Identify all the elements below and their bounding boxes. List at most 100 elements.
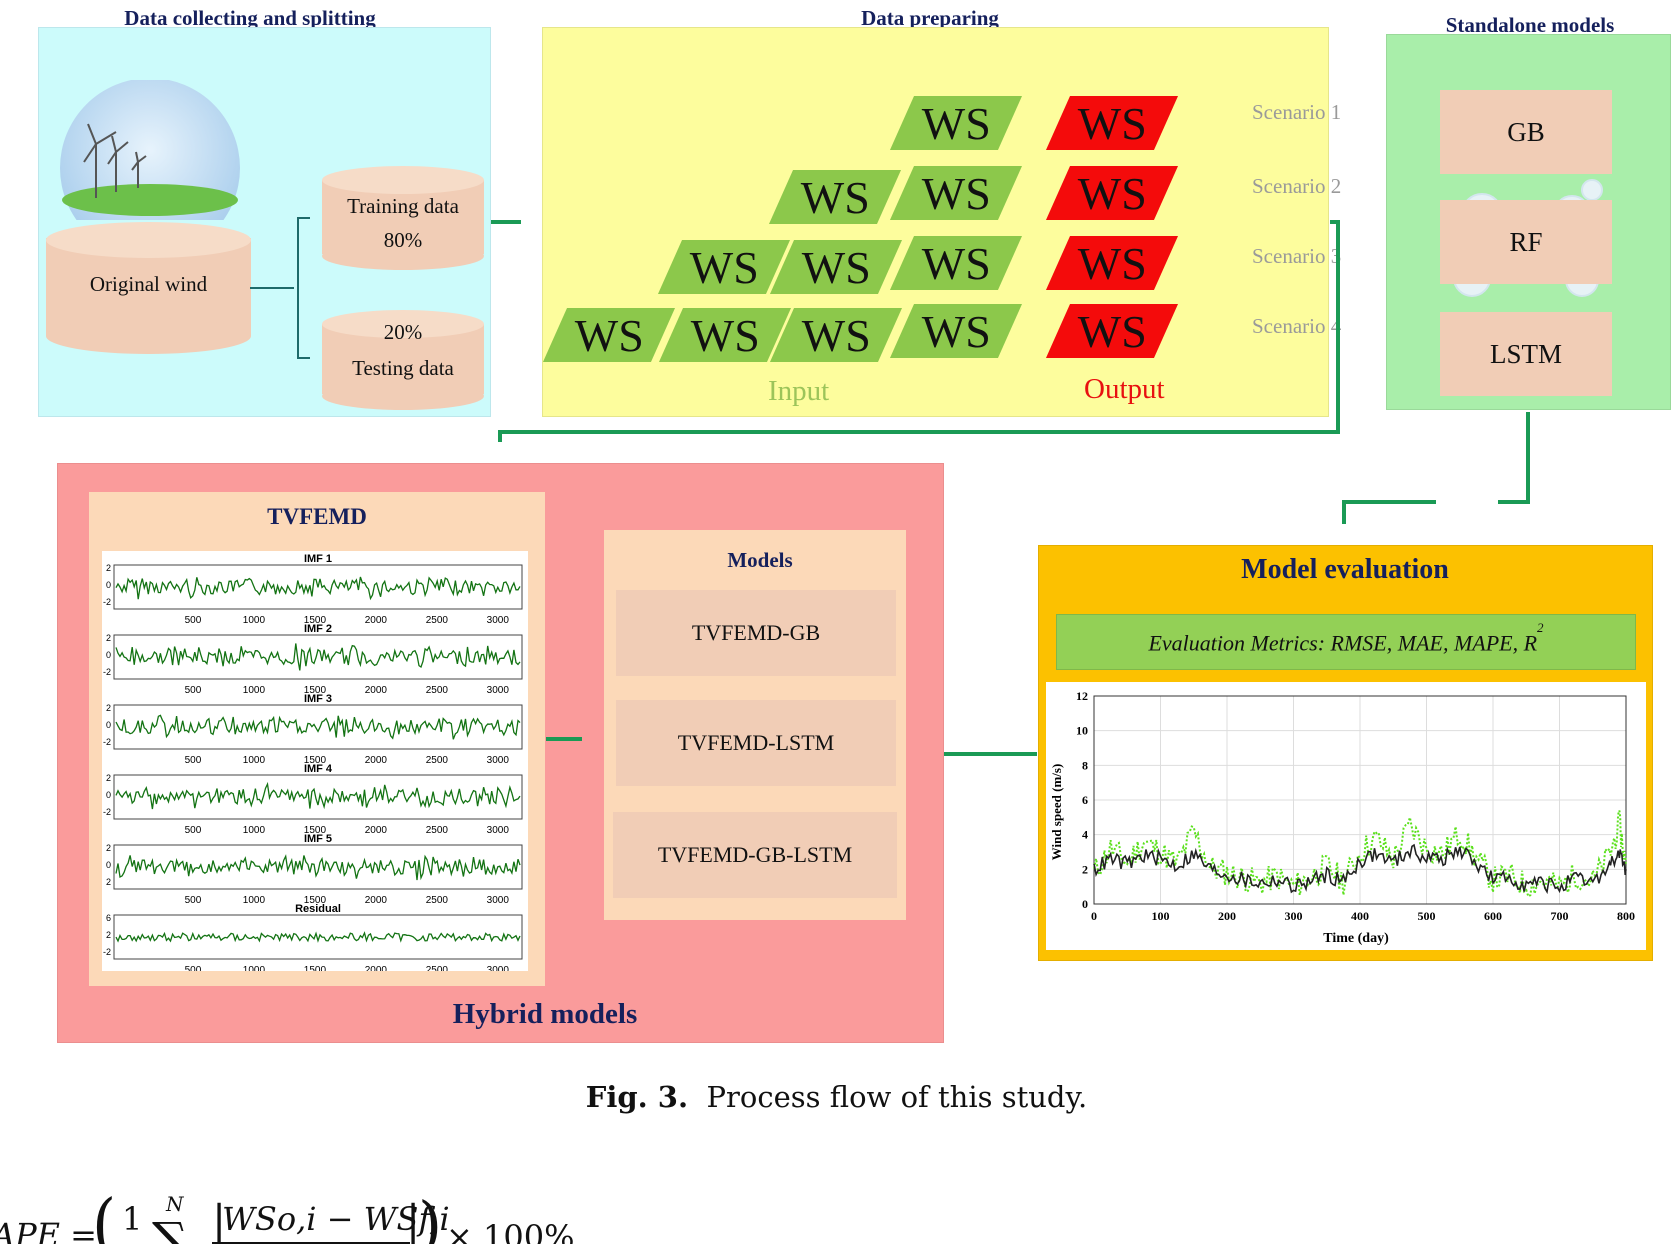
imf-xtick: 2500 bbox=[426, 965, 449, 971]
imf-xtick: 1500 bbox=[304, 615, 327, 626]
input-label: Input bbox=[768, 375, 830, 407]
imf-ytick: 0 bbox=[106, 650, 111, 660]
imf-ytick: 0 bbox=[106, 720, 111, 730]
metrics-list: Evaluation Metrics: RMSE, MAE, MAPE, R bbox=[1148, 630, 1538, 656]
testing-data-percent: 20% bbox=[383, 320, 423, 344]
imf-ytick: 6 bbox=[106, 913, 111, 923]
hybrid-model-tvfemd-lstm: TVFEMD-LSTM bbox=[616, 700, 896, 786]
training-data-label: Training data bbox=[347, 194, 459, 218]
testing-data-label: Testing data bbox=[352, 356, 454, 380]
standalone-rf-box: RF bbox=[1440, 200, 1612, 284]
metrics-box bbox=[1056, 614, 1636, 670]
imf-xtick: 3000 bbox=[487, 685, 510, 696]
imf-frame bbox=[113, 704, 523, 750]
section-title-data-preparing: Data preparing bbox=[861, 6, 999, 30]
imf-xtick: 2000 bbox=[365, 965, 388, 971]
metrics-text: Evaluation Metrics: RMSE, MAE, MAPE, R2 bbox=[1056, 620, 1636, 656]
imf-title: Residual bbox=[295, 903, 341, 915]
imf-xtick: 2000 bbox=[365, 895, 388, 906]
formula-open-paren: ( bbox=[92, 1186, 117, 1244]
chart-xtick: 100 bbox=[1152, 909, 1170, 923]
section-title-data-collecting: Data collecting and splitting bbox=[124, 6, 376, 30]
imf-xtick: 2500 bbox=[426, 825, 449, 836]
split-bracket bbox=[250, 217, 310, 359]
wind-turbine-illustration bbox=[60, 80, 240, 220]
imf-xtick: 1000 bbox=[243, 895, 266, 906]
imf-title: IMF 1 bbox=[304, 553, 332, 565]
formula-fraction-bar bbox=[212, 1242, 410, 1244]
imf-title: IMF 3 bbox=[304, 693, 332, 705]
imf-xtick: 1000 bbox=[243, 755, 266, 766]
imf-xtick: 2000 bbox=[365, 825, 388, 836]
scenario-4-label: Scenario 4 bbox=[1252, 314, 1342, 338]
connector-preparing-hybrid bbox=[498, 220, 1340, 442]
connector-tvfemd-models bbox=[546, 737, 582, 741]
imf-xtick: 1500 bbox=[304, 895, 327, 906]
imf-title: IMF 5 bbox=[304, 833, 332, 845]
imf-signal bbox=[115, 576, 521, 601]
output-label: Output bbox=[1084, 373, 1165, 405]
formula-one: 1 bbox=[122, 1200, 143, 1238]
chart-ytick: 2 bbox=[1082, 862, 1088, 876]
testing-data-cylinder: 20% Testing data bbox=[322, 310, 484, 410]
imf-xtick: 3000 bbox=[487, 965, 510, 971]
imf-title: IMF 4 bbox=[304, 763, 333, 775]
imf-ytick: 0 bbox=[106, 580, 111, 590]
chart-ytick: 4 bbox=[1082, 828, 1088, 842]
chart-series-line-2 bbox=[1093, 843, 1627, 895]
imf-xtick: 2500 bbox=[426, 895, 449, 906]
imf-ytick: -2 bbox=[103, 947, 111, 957]
formula-numerator: WSo,i − WSf,i bbox=[222, 1200, 450, 1238]
formula-abs-left: | bbox=[212, 1196, 227, 1244]
imf-xtick: 500 bbox=[185, 755, 202, 766]
imf-signal bbox=[115, 781, 521, 810]
chart-xtick: 800 bbox=[1617, 909, 1635, 923]
formula-lhs: APE = bbox=[0, 1216, 97, 1244]
imf-signal bbox=[115, 714, 521, 740]
imf-frame bbox=[113, 774, 523, 820]
imf-signal bbox=[115, 931, 521, 943]
mape-formula: APE = ( 1 N ∑ | WSo,i − WSf,i | ) × 100% bbox=[0, 1186, 620, 1244]
standalone-lstm-box: LSTM bbox=[1440, 312, 1612, 396]
chart-series-line-1 bbox=[1093, 810, 1627, 898]
imf-frame bbox=[113, 634, 523, 680]
scenario-1-label: Scenario 1 bbox=[1252, 100, 1342, 124]
models-title: Models bbox=[727, 548, 793, 572]
chart-xtick: 500 bbox=[1418, 909, 1436, 923]
chart-xtick: 200 bbox=[1218, 909, 1236, 923]
original-wind-label: Original wind bbox=[89, 272, 208, 296]
metrics-superscript: 2 bbox=[1537, 620, 1544, 635]
hybrid-model-tvfemd-gb: TVFEMD-GB bbox=[616, 590, 896, 676]
imf-xtick: 500 bbox=[185, 965, 202, 971]
imf-signal bbox=[115, 643, 521, 671]
chart-ytick: 0 bbox=[1082, 897, 1088, 911]
imf-xtick: 3000 bbox=[487, 615, 510, 626]
imf-xtick: 1500 bbox=[304, 685, 327, 696]
scenario-2-label: Scenario 2 bbox=[1252, 174, 1342, 198]
imf-ytick: -2 bbox=[103, 737, 111, 747]
imf-ytick: 2 bbox=[106, 703, 111, 713]
imf-xtick: 2500 bbox=[426, 685, 449, 696]
imf-xtick: 1500 bbox=[304, 755, 327, 766]
chart-plot-frame bbox=[1093, 695, 1627, 905]
formula-sum-sign: ∑ bbox=[152, 1212, 188, 1244]
chart-xtick: 0 bbox=[1091, 909, 1097, 923]
imf-xtick: 3000 bbox=[487, 755, 510, 766]
imf-xtick: 3000 bbox=[487, 895, 510, 906]
formula-sum-top: N bbox=[166, 1192, 184, 1216]
imf-ytick: -2 bbox=[103, 597, 111, 607]
imf-frame bbox=[113, 844, 523, 890]
connector-standalone-evaluation bbox=[1342, 412, 1530, 524]
imf-ytick: 2 bbox=[106, 633, 111, 643]
imf-xtick: 2500 bbox=[426, 615, 449, 626]
imf-xtick: 1500 bbox=[304, 825, 327, 836]
imf-ytick: -2 bbox=[103, 807, 111, 817]
imf-xtick: 1000 bbox=[243, 965, 266, 971]
imf-frame bbox=[113, 564, 523, 610]
